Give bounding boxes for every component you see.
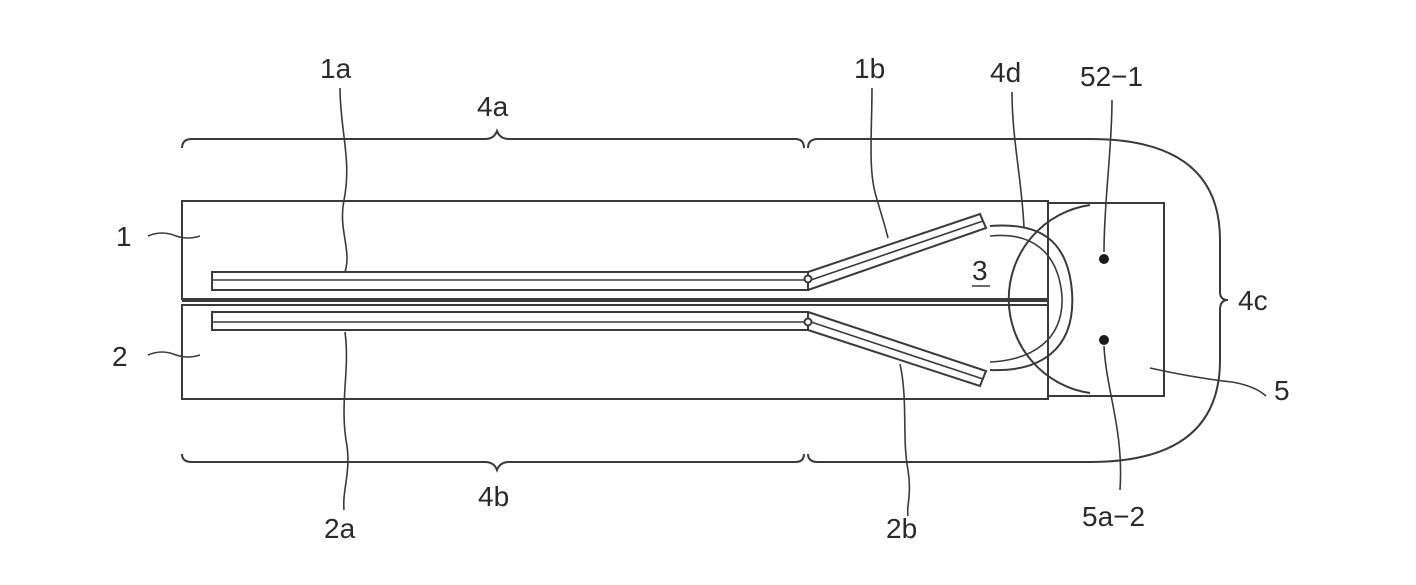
- upper-strip: [211, 271, 809, 291]
- upper-plate: [181, 200, 1049, 300]
- lower-arm-inner-line: [807, 320, 984, 380]
- label-4b: 4b: [478, 481, 509, 512]
- label-4a: 4a: [477, 91, 509, 122]
- leader-52-1: [1103, 99, 1113, 253]
- leader-1a: [339, 87, 348, 273]
- half-disc-5: [1007, 204, 1091, 394]
- label-1a: 1a: [320, 53, 352, 84]
- label-52-1: 52−1: [1080, 61, 1143, 92]
- label-2b: 2b: [886, 513, 917, 544]
- loop-4d-inner: [989, 234, 1063, 363]
- label-3: 3: [972, 255, 988, 286]
- leader-1b: [870, 87, 889, 239]
- lower-arm: [807, 311, 988, 388]
- point-5a-2: [1099, 335, 1109, 345]
- brace-4a: [181, 128, 805, 149]
- leader-1: [147, 232, 201, 239]
- leader-2: [147, 351, 201, 358]
- label-2: 2: [112, 341, 128, 372]
- leader-2b: [899, 363, 911, 517]
- label-1b: 1b: [854, 53, 885, 84]
- lower-plate: [181, 304, 1049, 400]
- brace-4b: [181, 453, 805, 473]
- leader-4d: [1011, 91, 1025, 229]
- leader-2a: [342, 331, 349, 511]
- upper-joint: [803, 274, 813, 284]
- leader-5a-2: [1103, 345, 1122, 491]
- upper-arm-inner-line: [807, 220, 984, 282]
- upper-arm: [807, 212, 988, 291]
- leader-5: [1149, 367, 1267, 397]
- point-52-1: [1099, 254, 1109, 264]
- label-1: 1: [116, 221, 132, 252]
- label-2a: 2a: [324, 513, 356, 544]
- loop-4d-outer: [989, 224, 1074, 372]
- brace-4c-top: [807, 138, 1229, 463]
- lower-strip: [211, 311, 809, 331]
- lower-joint: [803, 317, 813, 327]
- label-4c: 4c: [1238, 285, 1268, 316]
- label-4d: 4d: [990, 57, 1021, 88]
- label-5a-2: 5a−2: [1082, 501, 1145, 532]
- label-5: 5: [1274, 375, 1290, 406]
